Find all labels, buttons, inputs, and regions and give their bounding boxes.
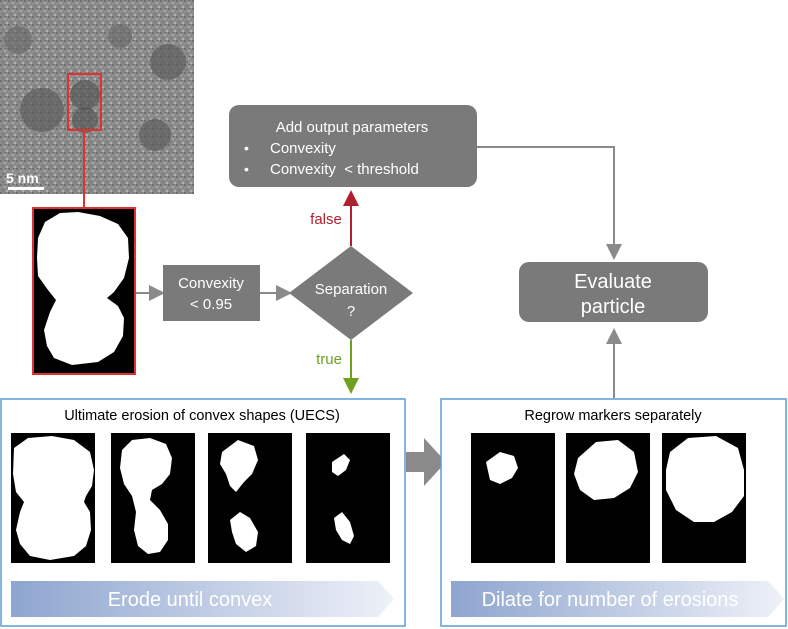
bullet-2: Convexity < threshold xyxy=(270,161,419,178)
scale-bar xyxy=(8,187,44,190)
convexity-box: Convexity < 0.95 xyxy=(163,265,260,321)
binary-particle-image xyxy=(32,207,136,375)
erode-arrow-label: Erode until convex xyxy=(108,589,273,611)
bullet-1-marker: • xyxy=(244,140,249,156)
uecs-title: Ultimate erosion of convex shapes (UECS) xyxy=(64,408,340,424)
erode-arrow: Erode until convex xyxy=(11,581,394,617)
dilate-arrow-label: Dilate for number of erosions xyxy=(482,589,739,611)
output-to-evaluate-arrow xyxy=(477,146,622,260)
convexity-line2: < 0.95 xyxy=(190,296,232,313)
decision-line2: ? xyxy=(347,303,355,320)
evaluate-particle-box: Evaluate particle xyxy=(519,262,708,322)
panel-transition-arrow xyxy=(406,438,446,486)
evaluate-line2: particle xyxy=(581,296,645,318)
regrow-title: Regrow markers separately xyxy=(524,408,702,424)
output-parameters-box: Add output parameters • Convexity • Conv… xyxy=(229,105,477,187)
decision-line1: Separation xyxy=(315,281,388,298)
true-label: true xyxy=(316,351,342,368)
bullet-2-marker: • xyxy=(244,161,249,177)
evaluate-line1: Evaluate xyxy=(574,271,652,293)
erosion-step-1 xyxy=(11,433,95,563)
output-title: Add output parameters xyxy=(276,119,429,136)
false-label: false xyxy=(310,211,342,228)
dilation-step-2 xyxy=(566,433,650,563)
erosion-step-4 xyxy=(306,433,390,563)
dilate-arrow: Dilate for number of erosions xyxy=(451,581,784,617)
tem-micrograph: 5 nm xyxy=(0,0,194,194)
dilation-step-1 xyxy=(471,433,555,563)
erosion-step-2 xyxy=(111,433,195,563)
scale-bar-label: 5 nm xyxy=(6,170,39,186)
bullet-1: Convexity xyxy=(270,140,336,157)
separation-decision: Separation ? xyxy=(289,246,413,340)
uecs-panel: Ultimate erosion of convex shapes (UECS)… xyxy=(0,398,406,627)
erosion-step-3 xyxy=(208,433,292,563)
dilation-step-3 xyxy=(662,433,746,563)
regrow-panel: Regrow markers separately Dilate for num… xyxy=(440,398,787,627)
convexity-line1: Convexity xyxy=(178,275,244,292)
